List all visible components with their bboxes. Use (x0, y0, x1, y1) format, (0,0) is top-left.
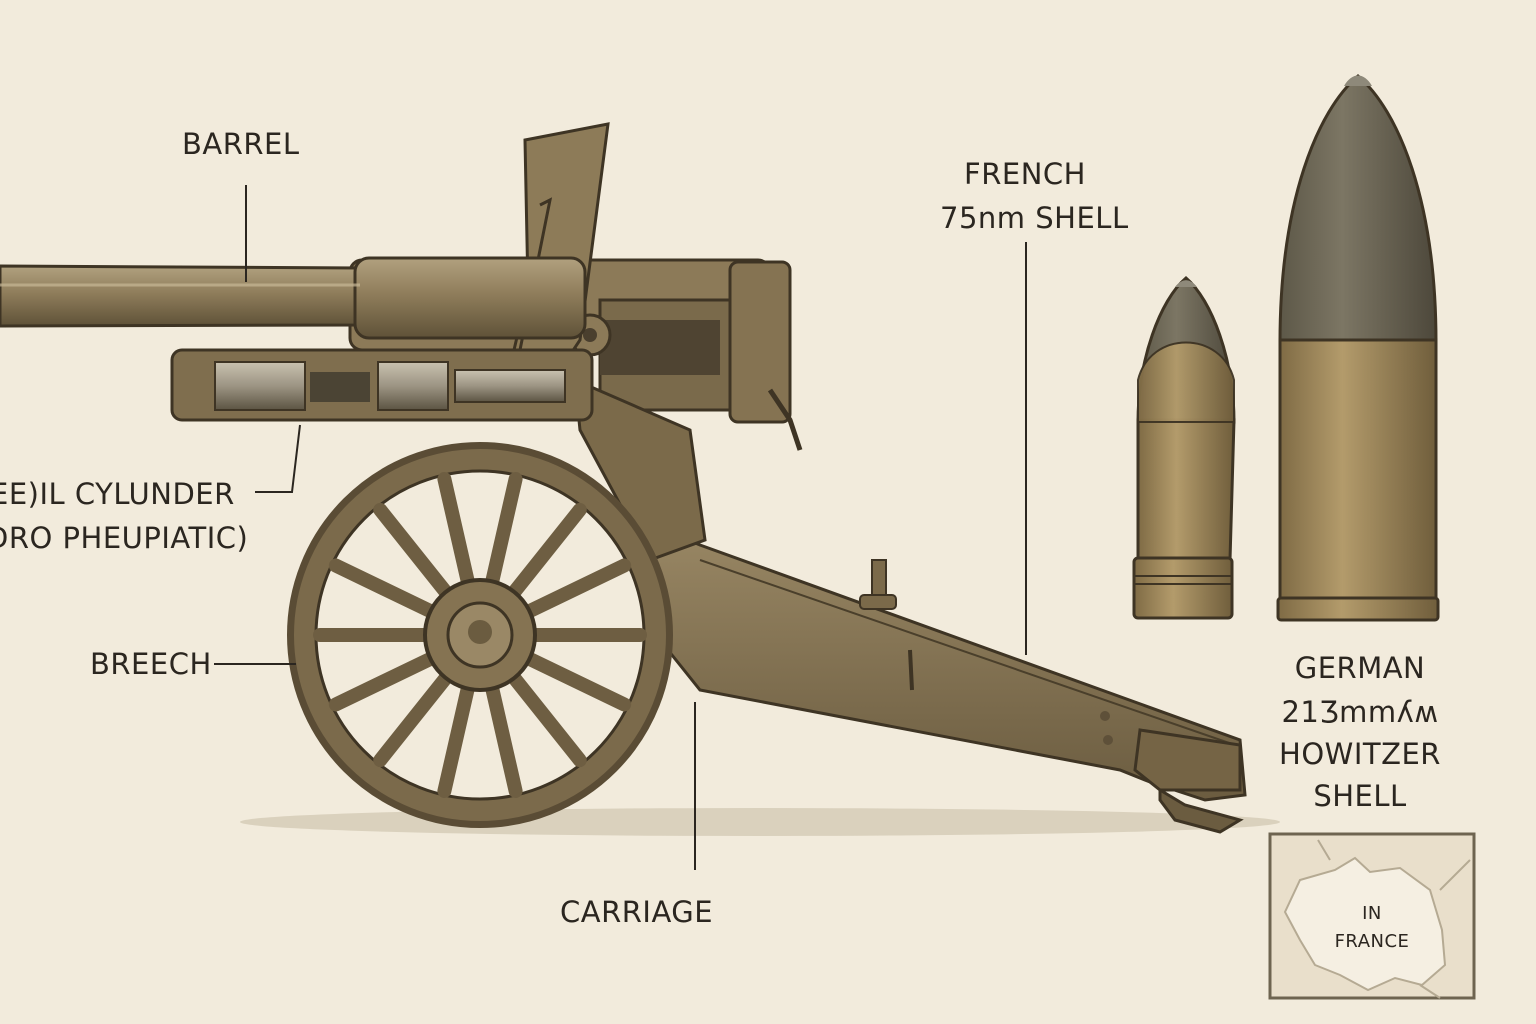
ground-shadow (240, 808, 1280, 836)
label-carriage: CARRIAGE (560, 895, 714, 929)
wheel-spoke (373, 502, 456, 603)
label-recoil-cylinder: EE)IL CYLUNDER (0, 477, 235, 511)
wheel-spoke (484, 676, 523, 798)
label-french-shell-caliber: 75nm SHELL (940, 201, 1129, 235)
wheel-spoke (518, 649, 632, 712)
label-breech: BREECH (90, 647, 212, 681)
label-german-shell-word: SHELL (1313, 779, 1407, 813)
french-75mm-shell (1132, 276, 1236, 620)
label-german-shell: GERMAN (1294, 651, 1426, 685)
wheel-spoke (437, 676, 476, 798)
label-german-shell-caliber: 21Ʒmmʎʍ (1281, 695, 1439, 729)
inset-map (1268, 832, 1476, 1000)
gun-barrel (0, 256, 587, 340)
wheel-spoke (504, 667, 587, 768)
wheel-spoke (328, 649, 442, 712)
german-howitzer-shell (1276, 74, 1440, 622)
label-barrel: BARREL (182, 127, 300, 161)
wheel-spoke (504, 502, 587, 603)
gun-wheel (287, 442, 673, 828)
map-label-in: IN (1362, 903, 1382, 924)
map-label-france: FRANCE (1334, 931, 1410, 952)
leader-lines (214, 185, 1027, 870)
wheel-spoke (328, 558, 442, 621)
wheel-spoke (437, 472, 476, 594)
wheel-spoke (373, 667, 456, 768)
wheel-spoke (518, 558, 632, 621)
wheel-spoke (484, 472, 523, 594)
label-french-shell: FRENCH (964, 157, 1086, 191)
label-german-shell-type: HOWITZER (1279, 737, 1441, 771)
gun-trail (638, 517, 1247, 834)
label-recoil-cylinder-type: DRO PHEUPIATIC) (0, 521, 249, 555)
recoil-cylinder (170, 348, 594, 422)
france-outline (1283, 856, 1447, 992)
